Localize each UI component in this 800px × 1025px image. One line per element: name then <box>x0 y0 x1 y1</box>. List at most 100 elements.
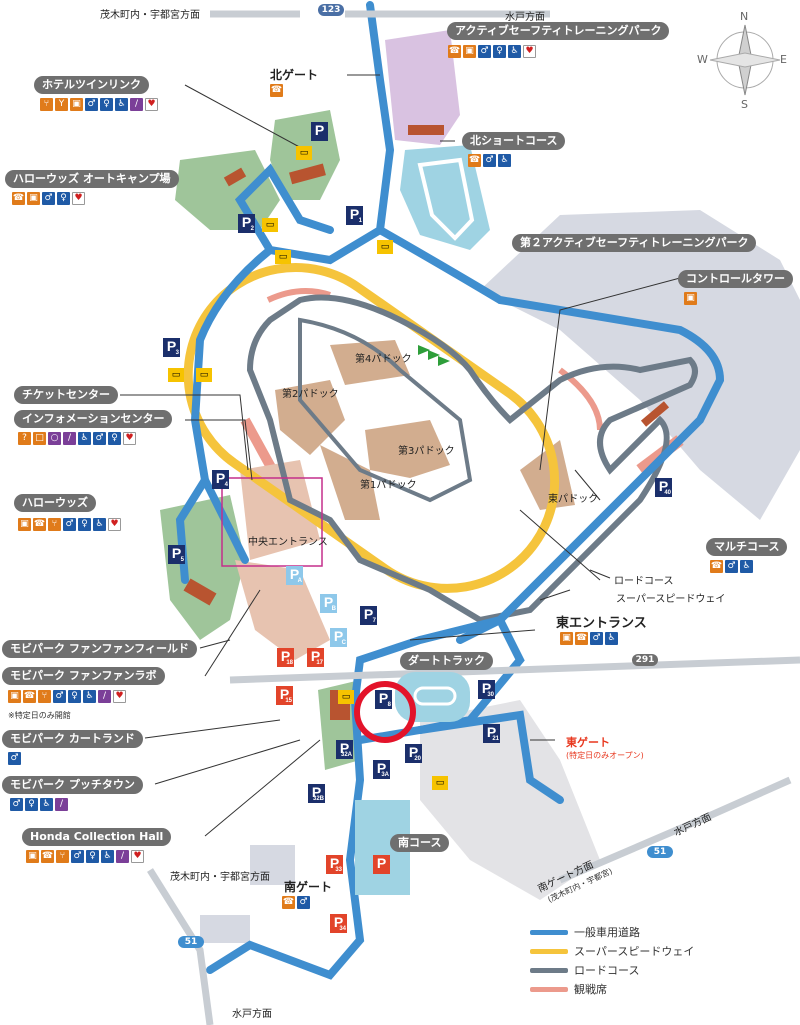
bar-icon: Y <box>55 98 68 111</box>
label-east-entrance[interactable]: 東エントランス <box>556 616 647 631</box>
bus-stop-icon[interactable]: ▭ <box>262 218 278 232</box>
highway-roads <box>147 10 800 1025</box>
restroom-icon: ♂ <box>10 798 23 811</box>
gray-block-2 <box>250 845 295 885</box>
icons-honda-hall: ▣ ☎ ⑂ ♂ ♀ ♿ / ♥ <box>26 850 144 863</box>
label-ticket-center[interactable]: チケットセンター <box>14 386 118 404</box>
label-dirt-track[interactable]: ダートトラック <box>400 652 493 670</box>
east-gate-note: (特定日のみオープン) <box>566 751 644 760</box>
label-control-tower[interactable]: コントロールタワー <box>678 270 793 288</box>
wheelchair-icon: ♿ <box>605 632 618 645</box>
label-second-active[interactable]: 第２アクティブセーフティトレーニングパーク <box>512 234 757 252</box>
route-291-badge: 291 <box>632 654 658 666</box>
label-paddock4: 第4パドック <box>355 354 412 365</box>
parking-p6[interactable]: P <box>311 122 328 141</box>
smoking-icon: / <box>63 432 76 445</box>
green-camp <box>175 150 280 230</box>
bus-stop-icon[interactable]: ▭ <box>275 250 291 264</box>
label-hotel[interactable]: ホテルツインリンク <box>34 76 149 94</box>
green-hellowoods <box>160 495 245 640</box>
smoking-icon: / <box>116 850 129 863</box>
label-north-short[interactable]: 北ショートコース <box>462 132 566 150</box>
label-central-entrance[interactable]: 中央エントランス <box>248 537 328 548</box>
phone-icon: ☎ <box>575 632 588 645</box>
label-multi-course[interactable]: マルチコース <box>706 538 788 556</box>
label-mobi-field[interactable]: モビパーク ファンファンフィールド <box>2 640 197 658</box>
legend-stands: 観戦席 <box>530 981 607 997</box>
wheelchair-icon: ♿ <box>508 45 521 58</box>
restaurant-icon: ⑂ <box>56 850 69 863</box>
label-south-course[interactable]: 南コース <box>390 834 450 852</box>
label-hellowoods-camp[interactable]: ハローウッズ オートキャンプ場 <box>5 170 179 188</box>
special-days-note: ※特定日のみ開館 <box>8 711 71 720</box>
icons-east-entrance: ▣ ☎ ♂ ♿ <box>560 632 618 645</box>
smoking-icon: / <box>130 98 143 111</box>
bus-stop-icon[interactable]: ▭ <box>338 690 354 704</box>
locker-icon: □ <box>33 432 46 445</box>
restroom-icon: ♂ <box>297 896 310 909</box>
label-honda-hall[interactable]: Honda Collection Hall <box>22 828 172 846</box>
direction-bottom: 水戸方面 <box>232 1009 272 1020</box>
paddock4-area <box>330 340 410 385</box>
label-info-center[interactable]: インフォメーションセンター <box>14 410 173 428</box>
north-short-track <box>417 157 475 241</box>
legend-swatch <box>530 967 568 973</box>
label-mobi-cart[interactable]: モビパーク カートランド <box>2 730 143 748</box>
legend-label: 一般車用道路 <box>574 926 640 939</box>
restroom-icon: ♂ <box>42 192 55 205</box>
label-hellowoods[interactable]: ハローウッズ <box>14 494 96 512</box>
paddock1-area <box>320 445 380 520</box>
icons-control-tower: ▣ <box>684 292 697 305</box>
mobi-area <box>235 560 330 660</box>
dirt-track-inner <box>413 686 457 706</box>
label-active-safety[interactable]: アクティブセーフティトレーニングパーク <box>447 22 670 40</box>
aed-icon: ♥ <box>72 192 85 205</box>
phone-icon: ☎ <box>710 560 723 573</box>
label-east-gate[interactable]: 東ゲート <box>566 736 610 749</box>
bus-stop-icon[interactable]: ▭ <box>196 368 212 382</box>
restroom-icon: ♂ <box>53 690 66 703</box>
bus-stop-icon[interactable]: ▭ <box>432 776 448 790</box>
bus-stop-icon[interactable]: ▭ <box>296 146 312 160</box>
parking-south-course[interactable]: P <box>373 855 390 874</box>
label-mobi-lab[interactable]: モビパーク ファンファンラボ <box>2 667 165 685</box>
aed-icon: ♥ <box>131 850 144 863</box>
shop-icon: ▣ <box>18 518 31 531</box>
restroom-icon: ♂ <box>8 752 21 765</box>
label-south-gate[interactable]: 南ゲート <box>284 880 333 894</box>
label-mobi-pucchi[interactable]: モビパーク プッチタウン <box>2 776 143 794</box>
bus-stop-icon[interactable]: ▭ <box>377 240 393 254</box>
icons-mobi-lab: ▣ ☎ ⑂ ♂ ♀ ♿ / ♥ <box>8 690 126 703</box>
icons-mobi-pucchi: ♂ ♀ ♿ / <box>10 798 68 811</box>
shop-icon: ▣ <box>684 292 697 305</box>
bus-stop-icon[interactable]: ▭ <box>168 368 184 382</box>
icons-north-gate: ☎ <box>270 84 283 97</box>
smoking-icon: / <box>98 690 111 703</box>
wheelchair-icon: ♿ <box>498 154 511 167</box>
legend-swatch <box>530 986 568 992</box>
label-north-gate[interactable]: 北ゲート <box>270 68 319 82</box>
